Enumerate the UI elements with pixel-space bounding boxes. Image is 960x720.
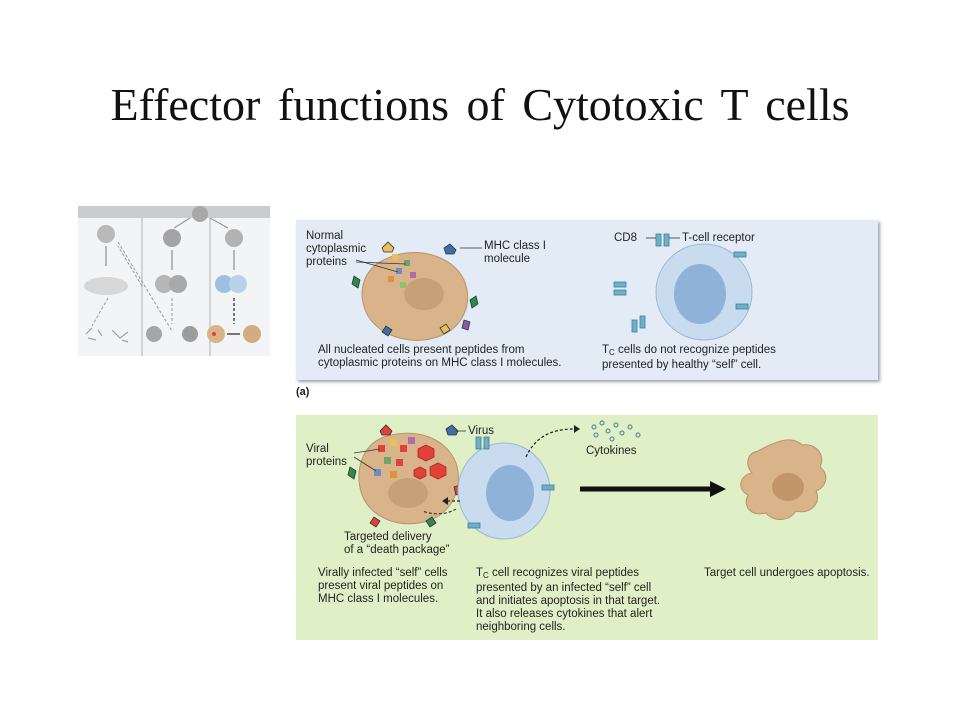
slide-title: Effector functions of Cytotoxic T cells <box>110 79 850 130</box>
panel-a-letter: (a) <box>296 386 310 398</box>
panel-b-caption-left: Virally infected “self” cells present vi… <box>318 567 448 605</box>
tcr-label: T-cell receptor <box>682 232 755 244</box>
panel-a-caption-left: All nucleated cells present peptides fro… <box>318 344 562 369</box>
panel-a-healthy: Normal cytoplasmic proteins MHC class I … <box>296 220 878 380</box>
apoptotic-cell-nucleus <box>772 473 804 501</box>
thumbnail-header-bar <box>78 206 270 218</box>
panel-b-diagram <box>347 420 827 540</box>
virus-label: Virus <box>468 425 494 437</box>
thumbnail-figure <box>78 206 270 356</box>
mhc-molecules <box>351 241 479 337</box>
panel-a-diagram <box>351 233 753 341</box>
attacking-t-cell-nucleus <box>486 465 534 521</box>
panel-a-caption-right: TC cells do not recognize peptides prese… <box>602 344 776 371</box>
t-cell-receptors <box>613 233 749 333</box>
death-package-label: Targeted delivery of a “death package” <box>344 531 450 556</box>
panel-b-caption-mid: TC cell recognizes viral peptides presen… <box>476 567 661 633</box>
panel-b-infected: Viral proteins Virus Cytokines Targeted … <box>296 415 878 640</box>
virus-particles <box>413 444 447 480</box>
thumbnail-diagram <box>84 206 261 356</box>
self-cell-nucleus <box>404 278 444 310</box>
viral-mhc-molecules <box>347 424 463 528</box>
normal-proteins-label: Normal cytoplasmic proteins <box>306 230 367 268</box>
infected-cell-nucleus <box>388 478 428 508</box>
viral-proteins-label: Viral proteins <box>306 443 347 468</box>
cytokines-label: Cytokines <box>586 445 637 457</box>
panel-b-caption-right: Target cell undergoes apoptosis. <box>704 567 870 579</box>
cytoplasmic-proteins <box>388 254 416 288</box>
cytokine-dots <box>591 420 641 442</box>
mhc-class-i-label: MHC class I molecule <box>484 240 546 265</box>
viral-proteins <box>374 437 415 478</box>
t-cell-nucleus <box>674 264 726 324</box>
cd8-label: CD8 <box>614 232 638 244</box>
cytokine-arrow <box>525 428 575 458</box>
